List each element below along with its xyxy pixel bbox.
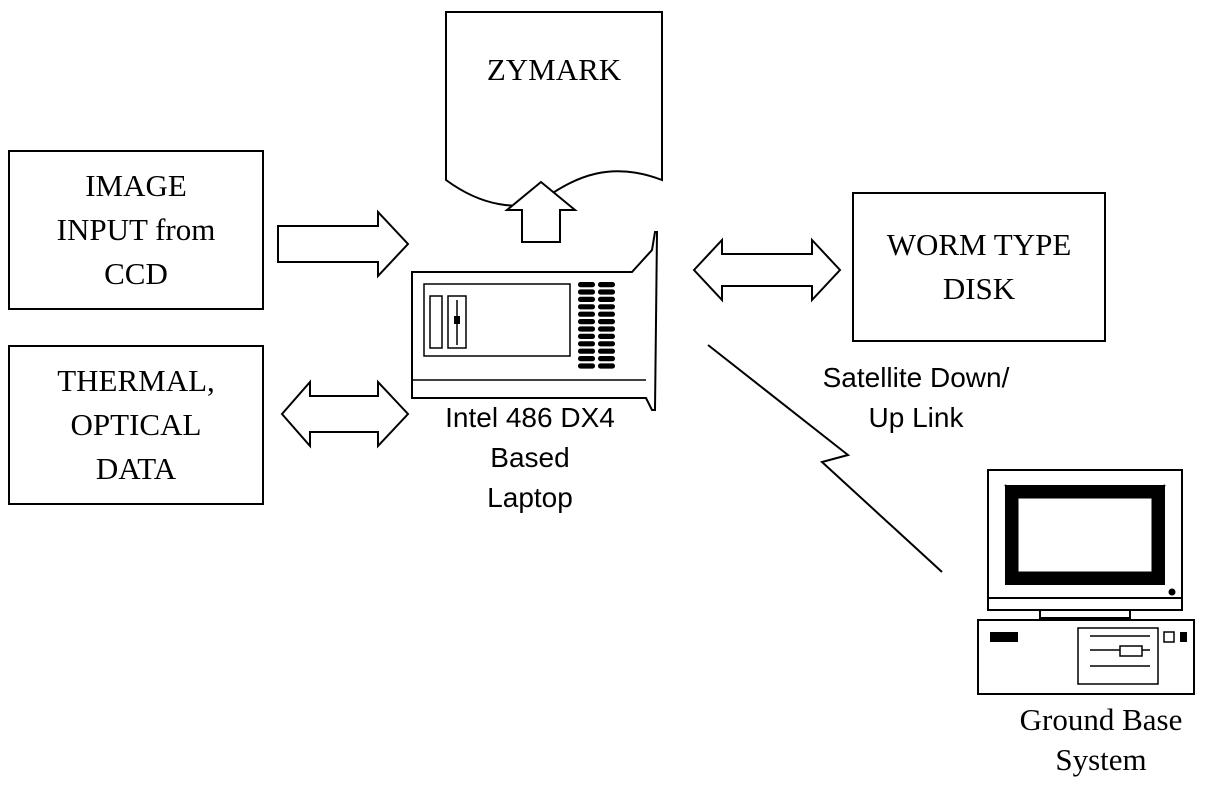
arrow-laptop-worm-bidirectional <box>692 237 842 303</box>
zymark-label: ZYMARK <box>486 52 622 87</box>
laptop-illustration <box>411 231 659 411</box>
arrow-thermal-laptop-bidirectional <box>280 379 410 449</box>
laptop-key <box>598 296 615 302</box>
ground-base-caption: Ground Base System <box>990 700 1212 780</box>
thermal-line-3: DATA <box>95 451 177 486</box>
laptop-keypad <box>578 282 615 369</box>
ground-base-computer-illustration <box>977 469 1195 695</box>
laptop-key <box>578 356 595 362</box>
laptop-key <box>598 348 615 354</box>
laptop-key <box>578 296 595 302</box>
satellite-caption-line-2: Up Link <box>868 402 964 433</box>
laptop-caption-line-2: Based <box>490 442 570 473</box>
laptop-key <box>598 304 615 310</box>
worm-line-1: WORM TYPE <box>886 227 1072 262</box>
thermal-line-1: THERMAL, <box>57 363 215 398</box>
laptop-key <box>598 311 615 317</box>
laptop-key <box>578 363 595 369</box>
thermal-optical-data-box: THERMAL, OPTICAL DATA <box>8 345 264 505</box>
laptop-key <box>578 341 595 347</box>
ground-base-line-1: Ground Base <box>1019 702 1183 737</box>
laptop-caption-line-3: Laptop <box>487 482 573 513</box>
image-input-line-2: INPUT from <box>56 212 216 247</box>
laptop-key <box>578 282 595 288</box>
laptop-key <box>578 311 595 317</box>
laptop-caption: Intel 486 DX4 Based Laptop <box>420 398 640 518</box>
thermal-line-2: OPTICAL <box>70 407 202 442</box>
arrow-image-input-to-laptop <box>277 209 410 279</box>
worm-line-2: DISK <box>942 271 1016 306</box>
laptop-key <box>598 363 615 369</box>
zymark-document-shape <box>445 11 663 207</box>
satellite-caption-line-1: Satellite Down/ <box>822 362 1010 393</box>
image-input-box: IMAGE INPUT from CCD <box>8 150 264 310</box>
laptop-key <box>598 289 615 295</box>
laptop-key <box>598 356 615 362</box>
laptop-key <box>598 319 615 325</box>
laptop-key <box>578 326 595 332</box>
laptop-key <box>578 319 595 325</box>
laptop-key <box>578 304 595 310</box>
laptop-key <box>578 348 595 354</box>
laptop-caption-line-1: Intel 486 DX4 <box>445 402 615 433</box>
laptop-key <box>598 326 615 332</box>
arrow-laptop-to-zymark <box>504 180 578 243</box>
laptop-key <box>578 289 595 295</box>
image-input-line-3: CCD <box>104 256 168 291</box>
laptop-key <box>578 333 595 339</box>
laptop-key <box>598 333 615 339</box>
laptop-key <box>598 282 615 288</box>
worm-type-disk-box: WORM TYPE DISK <box>852 192 1106 342</box>
laptop-key <box>598 341 615 347</box>
ground-base-line-2: System <box>1055 742 1147 777</box>
image-input-line-1: IMAGE <box>85 168 187 203</box>
satellite-link-caption: Satellite Down/ Up Link <box>806 358 1026 438</box>
satellite-link-lightning <box>707 344 943 573</box>
